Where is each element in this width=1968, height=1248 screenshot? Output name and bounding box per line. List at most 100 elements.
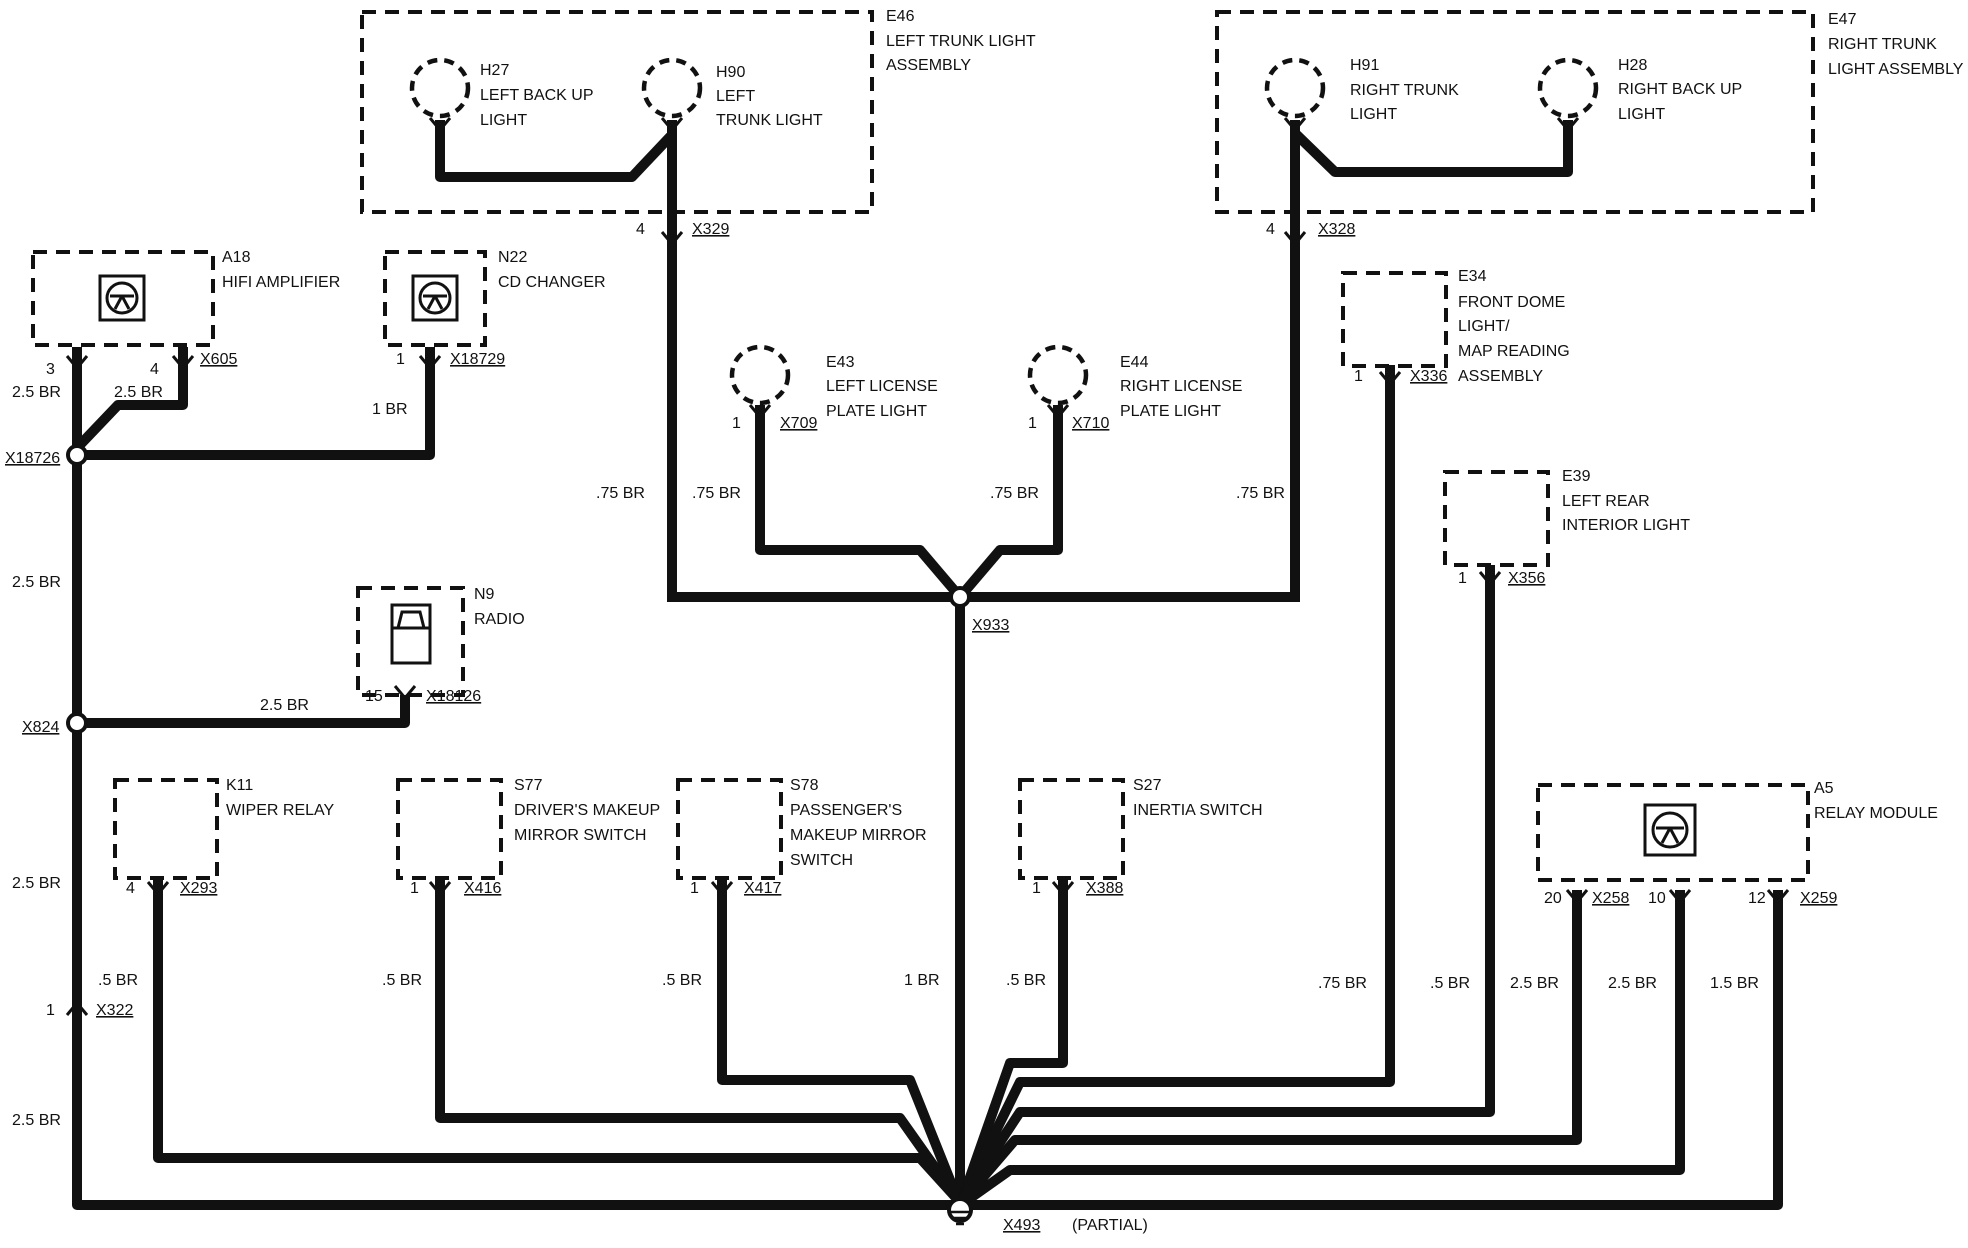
x18126-label: X18126 (426, 688, 481, 705)
x388-label: X388 (1086, 880, 1123, 897)
e47-box (1215, 10, 1815, 214)
s78-line2: MAKEUP MIRROR (790, 827, 927, 844)
bulbs (409, 57, 1599, 420)
pin-x710: 1 (1028, 415, 1037, 432)
wire-label-a5-20: 2.5 BR (1510, 975, 1559, 992)
e34-line3: MAP READING (1458, 343, 1570, 360)
wire-cd-changer (72, 347, 435, 460)
wire-label-radio: 2.5 BR (260, 697, 309, 714)
x259-label: X259 (1800, 890, 1837, 907)
e47-line1: RIGHT TRUNK (1828, 36, 1937, 53)
wire-label-right-trunk: .75 BR (1236, 485, 1285, 502)
x933-splice (949, 586, 971, 608)
e46-box (360, 10, 874, 214)
wire-label-right-lic: .75 BR (990, 485, 1039, 502)
wire-label-e34: .75 BR (1318, 975, 1367, 992)
e43-id: E43 (826, 354, 855, 371)
wire-label-s27: .5 BR (1006, 972, 1046, 989)
pin-x18126: 15 (365, 688, 383, 705)
wire-e34 (955, 365, 1395, 1207)
h27-line2: LIGHT (480, 112, 527, 129)
s77-line1: DRIVER'S MAKEUP (514, 802, 660, 819)
e34-line2: LIGHT/ (1458, 318, 1510, 335)
wire-label-left-lic: .75 BR (692, 485, 741, 502)
partial-label: (PARTIAL) (1072, 1217, 1148, 1234)
x329-label: X329 (692, 221, 729, 238)
wire-h27-h90 (435, 120, 675, 182)
a5-id: A5 (1814, 780, 1834, 797)
pin-a5-10: 10 (1648, 890, 1666, 907)
component-labels: E46 LEFT TRUNK LIGHT ASSEMBLY E47 RIGHT … (222, 8, 1964, 869)
s78-id: S78 (790, 777, 819, 794)
internal-symbols (98, 274, 1697, 857)
wire-label-a5-10: 2.5 BR (1608, 975, 1657, 992)
x824-label: X824 (22, 719, 59, 736)
wire-s27 (955, 880, 1068, 1207)
n22-box (383, 250, 487, 347)
e47-line2: LIGHT ASSEMBLY (1828, 61, 1964, 78)
e44-id: E44 (1120, 354, 1149, 371)
s78-box (676, 778, 783, 880)
wire-h28-h91 (1292, 120, 1573, 177)
x18729-label: X18729 (450, 351, 505, 368)
ground-symbol-icon (947, 1197, 973, 1226)
x356-label: X356 (1508, 570, 1545, 587)
wire-label-a18-3: 2.5 BR (12, 384, 61, 401)
h28-bulb-icon (1537, 57, 1599, 119)
k11-box (113, 778, 219, 880)
pin-x388: 1 (1032, 880, 1041, 897)
s78-line1: PASSENGER'S (790, 802, 902, 819)
n9-id: N9 (474, 586, 495, 603)
pin-x293: 4 (126, 880, 135, 897)
h28-id: H28 (1618, 57, 1647, 74)
h27-line1: LEFT BACK UP (480, 87, 594, 104)
e46-line1: LEFT TRUNK LIGHT (886, 33, 1036, 50)
x18726-splice (66, 444, 88, 466)
wire-label-main-upper: 2.5 BR (12, 574, 61, 591)
x258-label: X258 (1592, 890, 1629, 907)
x933-label: X933 (972, 617, 1009, 634)
pin-a18-3: 3 (46, 361, 55, 378)
wire-label-main-lower: 2.5 BR (12, 1112, 61, 1129)
k11-line1: WIPER RELAY (226, 802, 335, 819)
e39-id: E39 (1562, 468, 1591, 485)
x322-label: X322 (96, 1002, 133, 1019)
e43-line1: LEFT LICENSE (826, 378, 938, 395)
wire-radio (72, 695, 410, 728)
pin-x356: 1 (1458, 570, 1467, 587)
n22-line1: CD CHANGER (498, 274, 606, 291)
h90-bulb-icon (641, 57, 703, 119)
e47-id: E47 (1828, 11, 1857, 28)
wire-a5-pin10 (955, 890, 1685, 1211)
e43-line2: PLATE LIGHT (826, 403, 927, 420)
h27-id: H27 (480, 62, 509, 79)
s27-box (1018, 778, 1125, 880)
wire-label-s77: .5 BR (382, 972, 422, 989)
h91-bulb-icon (1264, 57, 1326, 119)
pin-a18-4: 4 (150, 361, 159, 378)
e46-line2: ASSEMBLY (886, 57, 971, 74)
x18726-label: X18726 (5, 450, 60, 467)
h90-line2: TRUNK LIGHT (716, 112, 823, 129)
e39-line1: LEFT REAR (1562, 493, 1650, 510)
pin-x416: 1 (410, 880, 419, 897)
pin-x328: 4 (1266, 221, 1275, 238)
wire-a5-pin20 (954, 890, 1582, 1210)
n9-box (356, 586, 465, 697)
pin-numbers: 4 4 3 4 1 1 1 1 1 15 4 1 1 1 20 10 12 1 (46, 221, 1766, 1019)
connector-arrows (65, 231, 1790, 1016)
e44-line1: RIGHT LICENSE (1120, 378, 1242, 395)
wire-s78 (717, 880, 965, 1207)
wire-wiper-relay (153, 880, 966, 1208)
wire-label-e39: .5 BR (1430, 975, 1470, 992)
wire-label-x933-ground: 1 BR (904, 972, 940, 989)
e34-line4: ASSEMBLY (1458, 368, 1543, 385)
e46-id: E46 (886, 8, 915, 25)
radio-module-icon (390, 603, 432, 665)
n22-module-icon (411, 274, 459, 322)
splice-nodes (66, 444, 971, 734)
e34-id: E34 (1458, 268, 1487, 285)
wire-e44-to-x933 (952, 405, 1063, 605)
wire-labels: 2.5 BR 2.5 BR 1 BR 2.5 BR 2.5 BR 2.5 BR … (12, 384, 1759, 1129)
